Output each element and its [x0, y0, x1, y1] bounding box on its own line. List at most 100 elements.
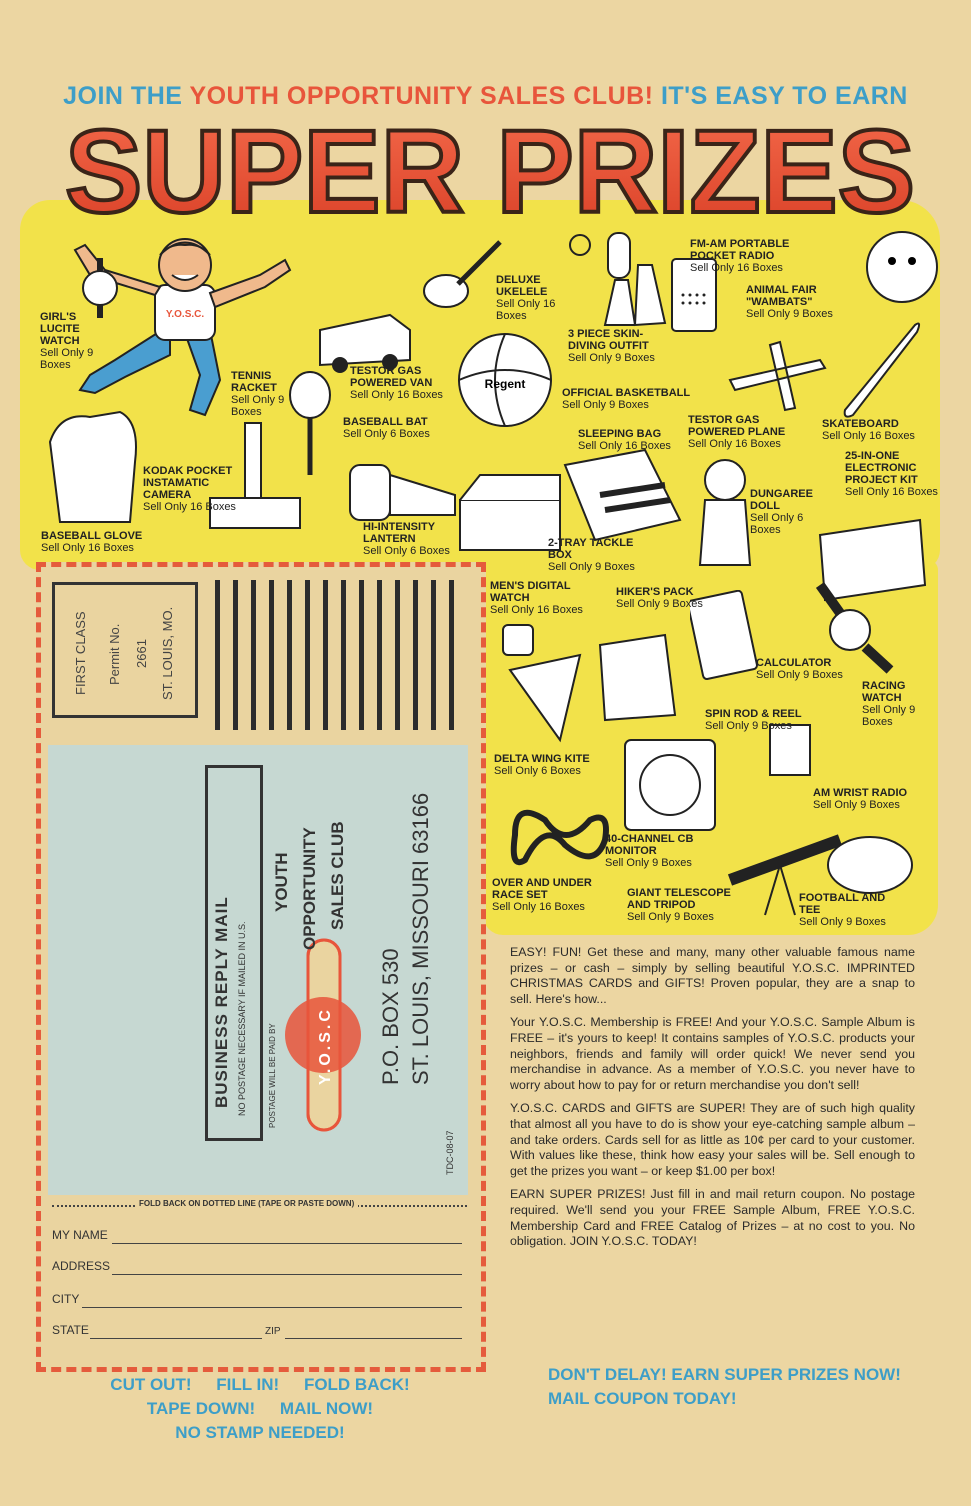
- prize-name: FOOTBALL AND TEE: [799, 892, 886, 916]
- cta-tape-down: TAPE DOWN!: [146, 1399, 256, 1418]
- prize-name: ANIMAL FAIR "WAMBATS": [746, 284, 817, 308]
- van-illustration: [319, 313, 411, 373]
- business-reply-box: [205, 765, 263, 1141]
- zip-label: ZIP: [265, 1326, 281, 1337]
- address-city: ST. LOUIS, MISSOURI 63166: [408, 792, 433, 1085]
- state-field[interactable]: STATE: [52, 1323, 262, 1341]
- prize-name: HI-INTENSITY LANTERN: [363, 521, 435, 545]
- prize-name: DELUXE UKELELE: [496, 274, 548, 298]
- race-set-illustration: [510, 809, 609, 866]
- city-field[interactable]: CITY: [52, 1292, 462, 1310]
- prize-desc: Sell Only 6 Boxes: [363, 545, 450, 557]
- prize-name: OFFICIAL BASKETBALL: [562, 387, 691, 399]
- prize-name: OVER AND UNDER RACE SET: [492, 877, 592, 901]
- tennis-racket-illustration: [289, 371, 331, 475]
- prize-name: DELTA WING KITE: [494, 753, 590, 765]
- prize-desc: Sell Only 9 Boxes: [40, 347, 94, 371]
- permit-line-3: 2661: [134, 639, 149, 668]
- zip-field[interactable]: ZIP: [265, 1323, 462, 1341]
- project-kit-illustration: [818, 518, 927, 602]
- header-line: JOIN THE YOUTH OPPORTUNITY SALES CLUB! I…: [0, 82, 971, 111]
- prize-desc: Sell Only 9 Boxes: [813, 799, 900, 811]
- prize-desc: Sell Only 9 Boxes: [799, 916, 886, 928]
- baseball-glove-illustration: [48, 410, 137, 523]
- prize-desc: Sell Only 9 Boxes: [616, 598, 703, 610]
- calculator-illustration: [690, 590, 758, 680]
- body-paragraph-1: EASY! FUN! Get these and many, many othe…: [510, 945, 915, 1006]
- lantern-illustration: [349, 464, 456, 521]
- plane-illustration: [728, 340, 827, 412]
- prize-desc: Sell Only 16 Boxes: [578, 440, 671, 452]
- address-name-3: SALES CLUB: [328, 821, 347, 930]
- prize-desc: Sell Only 9 Boxes: [568, 352, 655, 364]
- sleeping-bag-illustration: [563, 448, 682, 542]
- prize-desc: Sell Only 6 Boxes: [494, 765, 581, 777]
- prize-name: GIRL'S LUCITE WATCH: [40, 311, 80, 347]
- address-field[interactable]: ADDRESS: [52, 1259, 462, 1277]
- doll-illustration: [698, 459, 752, 566]
- prize-desc: Sell Only 16 Boxes: [143, 501, 236, 513]
- prize-desc: Sell Only 9 Boxes: [627, 911, 714, 923]
- cb-monitor-illustration: [624, 739, 716, 831]
- address-label: ADDRESS: [52, 1259, 111, 1273]
- basketball-brand: Regent: [485, 377, 526, 391]
- prize-name: CALCULATOR: [756, 657, 832, 669]
- prize-desc: Sell Only 16 Boxes: [350, 389, 443, 401]
- prize-desc: Sell Only 16 Boxes: [496, 298, 556, 322]
- prize-wambats: ANIMAL FAIR "WAMBATS"Sell Only 9 Boxes: [746, 284, 856, 320]
- prize-desc: Sell Only 9 Boxes: [605, 857, 692, 869]
- prize-desc: Sell Only 16 Boxes: [492, 901, 585, 913]
- prize-name: TESTOR GAS POWERED VAN: [350, 365, 433, 389]
- mascot-illustration: Y.O.S.C.: [73, 238, 292, 417]
- body-paragraph-2: Your Y.O.S.C. Membership is FREE! And yo…: [510, 1015, 915, 1092]
- skateboard-illustration: [843, 322, 921, 418]
- skin-diving-illustration: [569, 232, 667, 327]
- cta-right-line-2: MAIL COUPON TODAY!: [548, 1389, 737, 1408]
- prize-name: BASEBALL BAT: [343, 416, 428, 428]
- postal-barcode: [215, 580, 460, 730]
- ukelele-illustration: [423, 240, 502, 308]
- yosc-logo-text: Y.O.S.C: [317, 1007, 334, 1085]
- postage-note: POSTAGE WILL BE PAID BY: [268, 1023, 277, 1128]
- prize-name: 40-CHANNEL CB MONITOR: [605, 833, 694, 857]
- city-label: CITY: [52, 1292, 80, 1306]
- hikers-pack-illustration: [598, 633, 677, 722]
- prize-name: RACING WATCH: [862, 680, 906, 704]
- permit-line-4: ST. LOUIS, MO.: [160, 606, 175, 700]
- cta-fill-in: FILL IN!: [216, 1375, 280, 1394]
- cta-mail-now: MAIL NOW!: [279, 1399, 374, 1418]
- radio-illustration: [671, 258, 717, 332]
- prize-name: HIKER'S PACK: [616, 586, 694, 598]
- prize-desc: Sell Only 16 Boxes: [690, 262, 783, 274]
- fold-label: FOLD BACK ON DOTTED LINE (TAPE OR PASTE …: [135, 1199, 359, 1208]
- super-prizes-headline: SUPER PRIZES: [63, 110, 917, 235]
- state-label: STATE: [52, 1323, 89, 1337]
- body-paragraph-4: EARN SUPER PRIZES! Just fill in and mail…: [510, 1187, 915, 1249]
- coupon-code: TDC-08-07: [445, 1130, 455, 1175]
- prize-name: 25-IN-ONE ELECTRONIC PROJECT KIT: [845, 450, 918, 486]
- prize-desc: Sell Only 9 Boxes: [746, 308, 833, 320]
- prize-name: SKATEBOARD: [822, 418, 899, 430]
- name-field[interactable]: MY NAME: [52, 1228, 462, 1246]
- telescope-illustration: [727, 834, 843, 916]
- prize-name: BASEBALL GLOVE: [41, 530, 143, 542]
- prize-name: MEN'S DIGITAL WATCH: [490, 580, 571, 604]
- prize-desc: Sell Only 16 Boxes: [41, 542, 134, 554]
- body-copy: EASY! FUN! Get these and many, many othe…: [510, 945, 915, 1258]
- prize-name: SLEEPING BAG: [578, 428, 662, 440]
- prize-desc: Sell Only 9 Boxes: [756, 669, 843, 681]
